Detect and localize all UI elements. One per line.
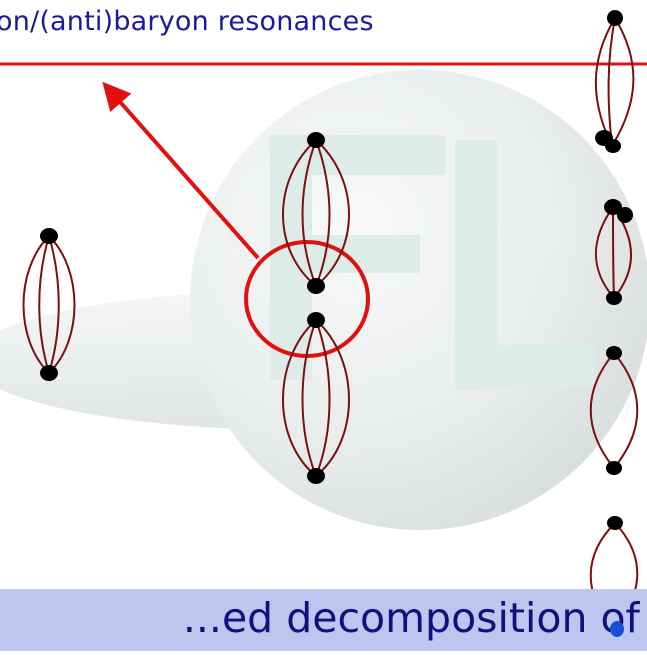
quark-dot	[606, 291, 622, 305]
bottom-banner	[0, 589, 647, 651]
annotation-arrow	[102, 81, 260, 260]
right-string-1	[594, 17, 635, 147]
meson-string-left	[22, 235, 76, 374]
quark-dot	[605, 139, 621, 153]
quark-dot	[606, 461, 622, 475]
right-string-3	[589, 352, 639, 469]
quark-dot	[40, 228, 58, 244]
quark-dot	[307, 468, 325, 484]
quark-dot	[607, 516, 623, 530]
slide-title: on/(anti)baryon resonances	[0, 6, 374, 37]
quark-dot	[307, 132, 325, 148]
baryon-string-upper	[282, 139, 350, 287]
bottom-banner-text: ...ed decomposition of	[182, 594, 640, 642]
quark-dot	[604, 199, 622, 215]
quark-dot	[606, 346, 622, 360]
quark-dot	[307, 312, 325, 328]
quark-dot	[307, 278, 325, 294]
quark-dot	[40, 365, 58, 381]
baryon-string-lower	[282, 319, 350, 477]
quark-dot	[617, 207, 633, 223]
quark-dot	[607, 10, 623, 26]
logo-letters	[270, 135, 595, 390]
